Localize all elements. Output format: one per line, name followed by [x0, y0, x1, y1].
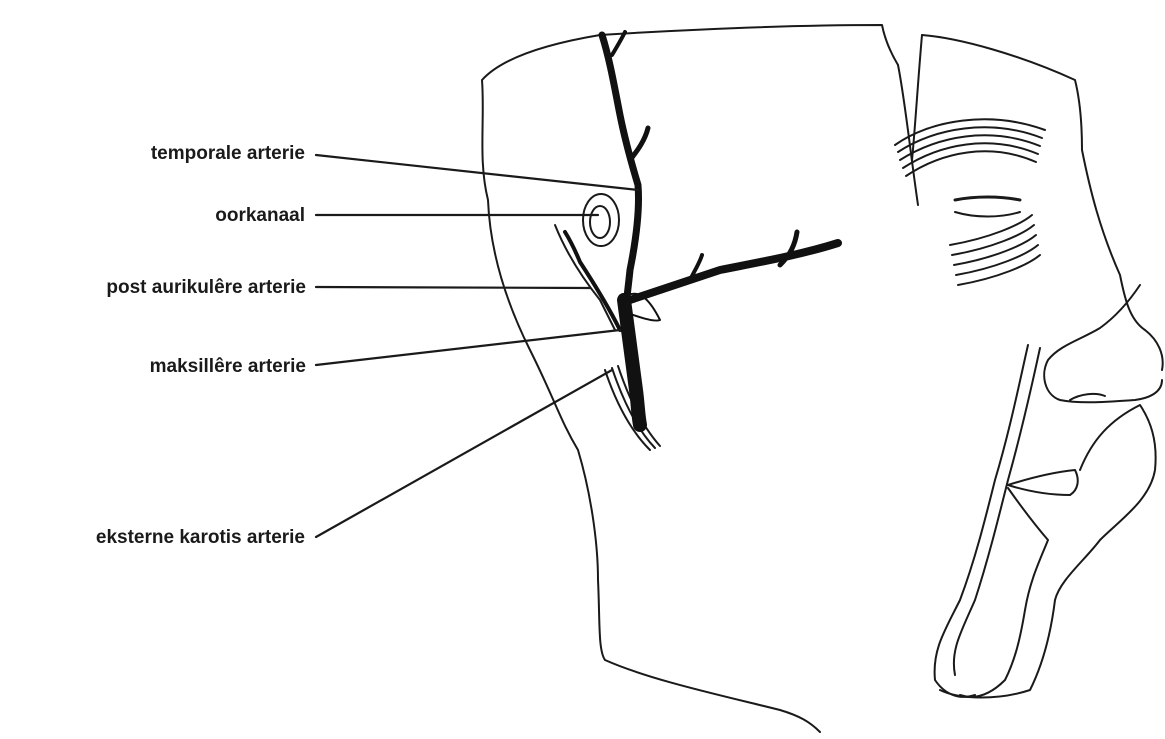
label-posterior-auricular-artery: post aurikulêre arterie: [106, 278, 306, 297]
cheek-line-outer: [935, 345, 1028, 697]
skull-top-outline: [600, 25, 898, 65]
upper-lip: [1008, 470, 1078, 495]
label-external-carotid-artery: eksterne karotis arterie: [96, 528, 305, 547]
posterior-auricular-artery-branch: [565, 232, 620, 330]
label-maxillary-artery: maksillêre arterie: [150, 357, 306, 376]
cheek-line-inner: [954, 348, 1040, 675]
chin-outline: [960, 488, 1048, 697]
leader-temporal-artery: [316, 155, 638, 190]
label-temporal-artery: temporale arterie: [151, 144, 305, 163]
leader-external-carotid: [316, 370, 612, 537]
leader-maxillary: [316, 330, 620, 365]
temporal-artery-offshoot: [630, 128, 648, 160]
eye-lower: [955, 212, 1020, 217]
leader-post-auricular: [316, 287, 590, 288]
nose-outline: [1044, 285, 1162, 402]
maxillary-artery-fork: [780, 232, 797, 265]
eye-upper: [955, 197, 1020, 200]
temporal-artery-top-fork: [612, 32, 625, 55]
face-lower-outline: [940, 405, 1156, 698]
label-ear-canal: oorkanaal: [215, 206, 305, 225]
temporal-artery-branch: [602, 35, 639, 330]
maxillary-artery-branch: [630, 243, 838, 300]
ear-canal-inner: [590, 206, 610, 238]
nostril: [1070, 394, 1105, 400]
ear-back-line: [555, 225, 615, 330]
head-back-outline: [482, 35, 820, 732]
face-front-outline: [922, 35, 1163, 370]
